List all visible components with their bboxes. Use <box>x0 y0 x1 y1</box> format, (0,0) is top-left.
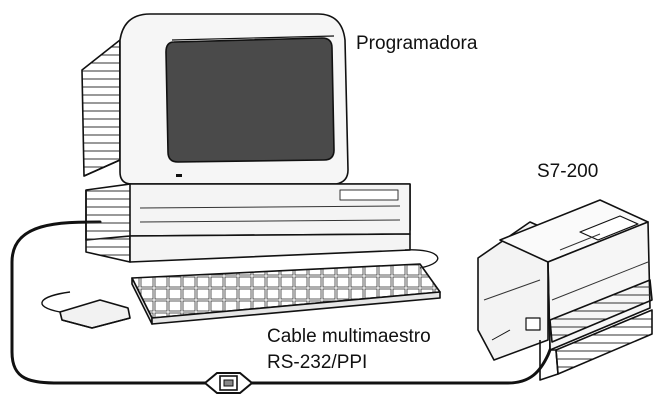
computer-icon <box>41 13 441 329</box>
cable-label-line1: Cable multimaestro <box>267 326 431 347</box>
adapter-icon <box>203 372 254 394</box>
cable-label-leader <box>491 329 511 341</box>
programmer-label: Programadora <box>356 33 478 54</box>
cable-label-line2: RS-232/PPI <box>267 352 368 373</box>
plc-label: S7-200 <box>537 161 599 182</box>
plc-icon <box>477 199 653 381</box>
cable <box>10 220 558 385</box>
